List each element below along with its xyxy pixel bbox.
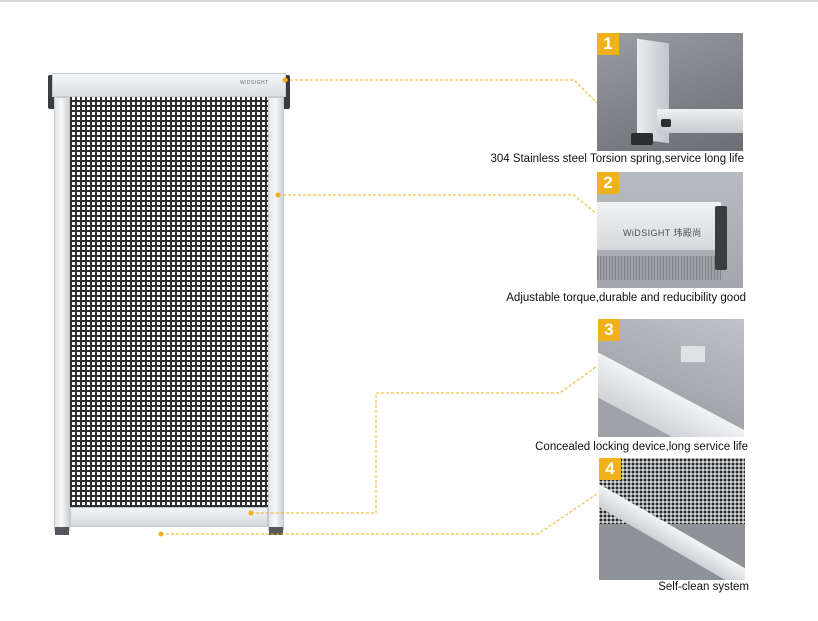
leader-dot-1	[282, 77, 288, 83]
top-cassette	[52, 73, 286, 97]
insect-mesh	[70, 97, 268, 507]
cassette-end-cap-right	[282, 75, 290, 109]
leader-dot-2	[275, 192, 281, 198]
detail-panel-1: 1	[597, 33, 743, 151]
leader-dot-3	[248, 510, 254, 516]
detail-panel-4: 4	[599, 458, 745, 580]
detail-caption-4: Self-clean system	[658, 581, 749, 593]
detail-photo-adjustable-torque: WiDSIGHT 玮殿尚 2	[597, 172, 743, 288]
detail-caption-3: Concealed locking device,long service li…	[535, 441, 748, 453]
leader-line-4	[161, 493, 598, 535]
detail-photo-concealed-lock: 3	[598, 319, 744, 437]
detail-number-badge: 4	[599, 458, 621, 480]
rail-foot-right	[269, 527, 283, 535]
detail-caption-1: 304 Stainless steel Torsion spring,servi…	[490, 153, 744, 165]
torque-photo-brand: WiDSIGHT 玮殿尚	[623, 228, 702, 238]
leader-line-2	[278, 194, 598, 215]
detail-number-badge: 1	[597, 33, 619, 55]
detail-panel-3: 3	[598, 319, 744, 437]
leader-line-1	[285, 79, 598, 104]
leader-dot-4	[158, 531, 164, 537]
top-divider	[0, 0, 818, 2]
detail-caption-2: Adjustable torque,durable and reducibili…	[506, 292, 746, 304]
detail-number-badge: 2	[597, 172, 619, 194]
leader-line-3	[251, 365, 598, 514]
detail-number-badge: 3	[598, 319, 620, 341]
cassette-brand-logo: WiDSIGHT	[240, 80, 269, 86]
detail-panel-2: WiDSIGHT 玮殿尚 2	[597, 172, 743, 288]
detail-photo-self-clean: 4	[599, 458, 745, 580]
screen-door-product: WiDSIGHT	[48, 73, 290, 535]
rail-foot-left	[55, 527, 69, 535]
bottom-handle-bar	[70, 507, 268, 527]
detail-photo-torsion-spring: 1	[597, 33, 743, 151]
